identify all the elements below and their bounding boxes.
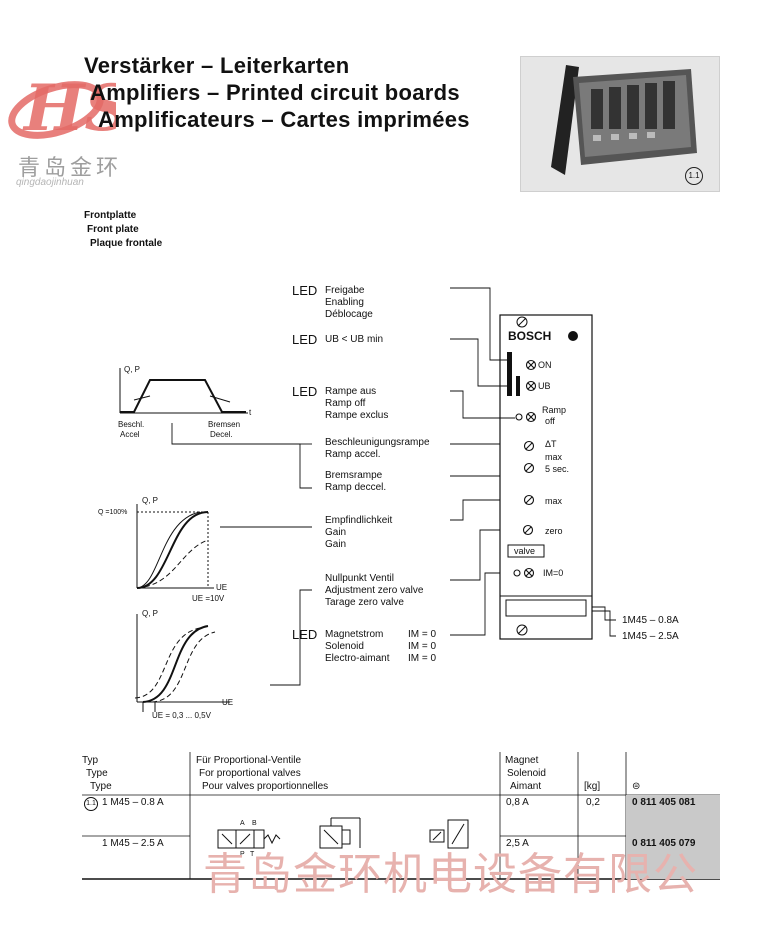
enable-en: Enabling xyxy=(325,297,364,308)
gain-q-label: Q =100% xyxy=(98,509,128,516)
row-order-number: 0 811 405 081 xyxy=(632,797,696,808)
ramp-off-fr: Rampe exclus xyxy=(325,410,389,421)
type-08-label: 1M45 – 0.8A xyxy=(622,615,679,626)
led-label-4: LED xyxy=(292,627,318,642)
im0-c: IM = 0 xyxy=(408,653,437,664)
th-type-de: Typ xyxy=(82,755,99,766)
frontplate-en: Front plate xyxy=(87,224,139,235)
panel-valve: valve xyxy=(514,546,536,556)
panel-max: max xyxy=(545,496,563,506)
gain-axis-label: Q, P xyxy=(142,496,159,505)
row-kg: 0,2 xyxy=(586,797,600,808)
symbol-letter-a: A xyxy=(240,820,245,827)
zero-en: Adjustment zero valve xyxy=(325,585,424,596)
ramp-decel-de: Bremsen xyxy=(208,420,241,429)
th-magnet-en: Solenoid xyxy=(507,768,546,779)
enable-de: Freigabe xyxy=(325,285,365,296)
row-type: 1 M45 – 2.5 A xyxy=(102,838,164,849)
row-magnet: 0,8 A xyxy=(506,797,529,808)
decel-ramp-de: Bremsrampe xyxy=(325,470,383,481)
accel-ramp-de: Beschleunigungsrampe xyxy=(325,437,430,448)
logo-pinyin: qingdaojinhuan xyxy=(16,177,84,188)
row-magnet: 2,5 A xyxy=(506,838,529,849)
symbol-letter-b: B xyxy=(252,820,257,827)
th-magnet-fr: Aimant xyxy=(510,781,542,792)
type-25-label: 1M45 – 2.5A xyxy=(622,631,679,642)
th-valves-fr: Pour valves proportionnelles xyxy=(202,781,329,792)
logo-chinese: 青岛金环 xyxy=(18,156,123,181)
product-photo: 1.1 xyxy=(520,56,720,192)
led-label-3: LED xyxy=(292,384,318,399)
panel-im-zero: IM=0 xyxy=(543,568,564,578)
panel-ub: UB xyxy=(538,381,551,391)
th-order-icon: ⊜ xyxy=(632,781,641,792)
ramp-off-en: Ramp off xyxy=(325,398,366,409)
frontplate-fr: Plaque frontale xyxy=(90,238,163,249)
symbol-letter-t: T xyxy=(250,851,255,858)
ramp-accel-de: Beschl. xyxy=(118,420,145,429)
enable-fr: Déblocage xyxy=(325,309,373,320)
logo-letters: HS xyxy=(22,71,116,146)
title-de: Verstärker – Leiterkarten xyxy=(84,53,350,78)
ramp-axis-label: Q, P xyxy=(124,365,141,374)
panel-ramp-off-1: Ramp xyxy=(542,405,567,415)
zero-axis-label: Q, P xyxy=(142,609,159,618)
ub-min-label: UB < UB min xyxy=(325,334,384,345)
ramp-accel-en: Accel xyxy=(120,430,140,439)
solenoid-en: Solenoid xyxy=(325,641,364,652)
zero-range-label: UE = 0,3 ... 0,5V xyxy=(152,711,211,720)
panel-delta-t: ΔT xyxy=(545,439,557,449)
row-type: 1 M45 – 0.8 A xyxy=(102,797,164,808)
th-valves-de: Für Proportional-Ventile xyxy=(196,755,302,766)
photo-badge: 1.1 xyxy=(685,167,703,185)
th-magnet-de: Magnet xyxy=(505,755,539,766)
accel-ramp-en: Ramp accel. xyxy=(325,449,381,460)
title-en: Amplifiers – Printed circuit boards xyxy=(90,80,460,105)
frontplate-de: Frontplatte xyxy=(84,210,137,221)
row-badge: 1.1 xyxy=(84,797,98,811)
im0-b: IM = 0 xyxy=(408,641,437,652)
panel-ramp-off-2: off xyxy=(545,416,555,426)
solenoid-de: Magnetstrom xyxy=(325,629,384,640)
row-order-number: 0 811 405 079 xyxy=(632,838,696,849)
gain-de: Empfindlichkeit xyxy=(325,515,393,526)
symbol-letter-p: P xyxy=(240,851,245,858)
logo: HS 青岛金环 qingdaojinhuan xyxy=(0,52,150,192)
panel-5sec: 5 sec. xyxy=(545,464,570,474)
title-fr: Amplificateurs – Cartes imprimées xyxy=(98,107,470,132)
gain-en: Gain xyxy=(325,527,347,538)
led-label-1: LED xyxy=(292,283,318,298)
ramp-decel-en: Decel. xyxy=(210,430,233,439)
th-kg: [kg] xyxy=(584,781,601,792)
led-label-2: LED xyxy=(292,332,318,347)
panel-max-small: max xyxy=(545,452,563,462)
zero-fr: Tarage zero valve xyxy=(325,597,404,608)
zero-de: Nullpunkt Ventil xyxy=(325,573,394,584)
zero-ue-label: UE xyxy=(222,698,234,707)
panel-brand: BOSCH xyxy=(508,329,552,343)
im0-a: IM = 0 xyxy=(408,629,437,640)
th-valves-en: For proportional valves xyxy=(199,768,301,779)
gain-fr: Gain xyxy=(325,539,347,550)
logo-mark: HS xyxy=(6,60,131,150)
th-type-fr: Type xyxy=(90,781,112,792)
decel-ramp-en: Ramp deccel. xyxy=(325,482,387,493)
table-row: 1.1 1 M45 – 0.8 A 0,8 A 0,2 0 811 405 08… xyxy=(82,796,720,836)
solenoid-fr: Electro-aimant xyxy=(325,653,390,664)
ramp-off-de: Rampe aus xyxy=(325,386,377,397)
gain-ue-label: UE xyxy=(216,583,228,592)
gain-ue10-label: UE =10V xyxy=(192,594,225,603)
panel-zero: zero xyxy=(545,526,563,536)
table-row: 1 M45 – 2.5 A 2,5 A 0 811 405 079 xyxy=(82,837,720,877)
watermark-text: 青岛金环机电设备有限公 xyxy=(203,849,698,900)
panel-on: ON xyxy=(538,360,552,370)
ramp-t-label: t xyxy=(249,408,252,417)
th-type-en: Type xyxy=(86,768,108,779)
